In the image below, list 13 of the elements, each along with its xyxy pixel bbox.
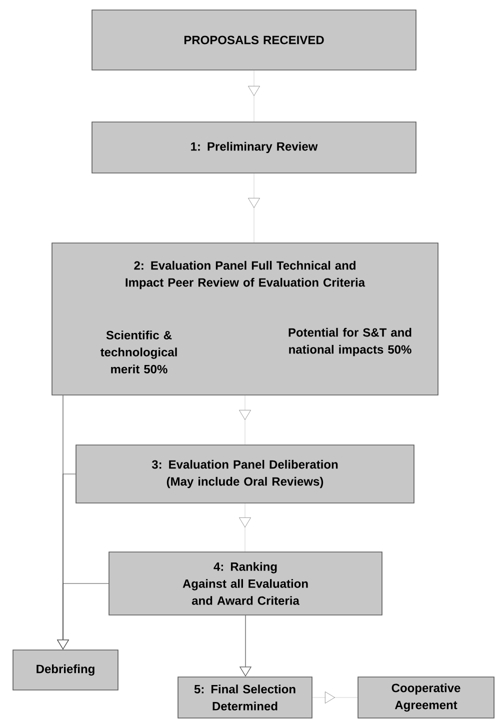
arrow bbox=[239, 395, 251, 445]
process-box: PROPOSALS RECEIVED bbox=[92, 10, 416, 70]
evaluation-box: 2: Evaluation Panel Full Technical and Impact Peer Review of Evaluation Criteria Scientific & technological merit 50% Potential for S&T and national impacts 50% bbox=[52, 242, 438, 396]
process-box: 5: Final Selection Determined bbox=[178, 676, 312, 718]
arrow bbox=[248, 173, 260, 243]
process-box: 1: Preliminary Review bbox=[92, 122, 416, 174]
process-box: 3: Evaluation Panel Deliberation (May include Oral Reviews) bbox=[76, 444, 414, 504]
arrow bbox=[248, 70, 260, 122]
process-box: Cooperative Agreement bbox=[358, 676, 494, 718]
arrow bbox=[239, 503, 251, 552]
process-box: 4: Ranking Against all Evaluation and Award Criteria bbox=[108, 552, 382, 616]
process-box: Debriefing bbox=[12, 650, 118, 690]
arrow bbox=[312, 692, 358, 704]
